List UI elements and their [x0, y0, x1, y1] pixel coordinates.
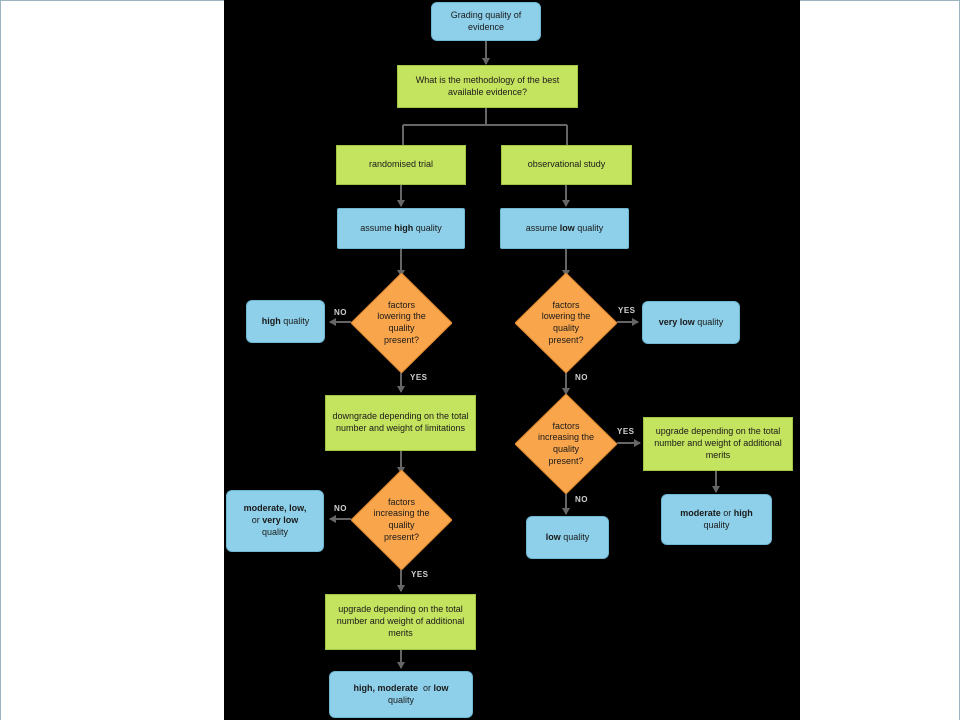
d3-no-label: NO	[334, 504, 347, 513]
decision-lowering-right-label: factors lowering the quality present?	[541, 299, 591, 345]
decision-lowering-left-label: factors lowering the quality present?	[377, 299, 426, 345]
low-quality-outcome-label: low quality	[545, 531, 590, 542]
downgrade-label: downgrade depending on the total number …	[332, 411, 469, 433]
upgrade-left-node: upgrade depending on the total number an…	[325, 594, 476, 650]
upgrade-left-label: upgrade depending on the total number an…	[336, 604, 465, 638]
decision-increasing-right-label: factors increasing the quality present?	[537, 420, 595, 466]
diagram-background	[224, 0, 800, 720]
decision-increasing-right: factors increasing the quality present?	[515, 394, 617, 494]
d2-no-label: NO	[575, 373, 588, 382]
start-node: Grading quality of evidence	[431, 2, 541, 41]
frame-top-border-left	[0, 0, 224, 1]
diamond-shape	[351, 470, 452, 570]
low-quality-outcome: low quality	[526, 516, 609, 559]
very-low-quality-outcome: very low quality	[642, 301, 740, 344]
high-quality-outcome-label: high quality	[261, 315, 310, 326]
observational-study-label: observational study	[527, 159, 606, 170]
randomised-trial-label: randomised trial	[368, 159, 434, 170]
d1-no-label: NO	[334, 308, 347, 317]
diamond-shape	[515, 273, 617, 373]
assume-high-quality-node: assume high quality	[337, 208, 465, 249]
diamond-shape	[515, 394, 617, 494]
frame-top-border-right	[800, 0, 960, 1]
d3-yes-label: YES	[411, 570, 429, 579]
d1-yes-label: YES	[410, 373, 428, 382]
very-low-quality-outcome-label: very low quality	[658, 316, 724, 327]
diamond-shape	[351, 273, 452, 373]
downgrade-node: downgrade depending on the total number …	[325, 395, 476, 451]
methodology-question-label: What is the methodology of the best avai…	[415, 74, 560, 97]
upgrade-right-node: upgrade depending on the total number an…	[643, 417, 793, 471]
d4-yes-label: YES	[617, 427, 635, 436]
start-node-label: Grading quality of evidence	[450, 9, 522, 32]
frame-left-border	[0, 0, 1, 720]
decision-lowering-right: factors lowering the quality present?	[515, 273, 617, 373]
high-quality-outcome: high quality	[246, 300, 325, 343]
upgrade-right-label: upgrade depending on the total number an…	[654, 426, 782, 460]
observational-study-node: observational study	[501, 145, 632, 185]
decision-lowering-left: factors lowering the quality present?	[351, 273, 452, 373]
assume-low-quality-label: assume low quality	[525, 222, 604, 233]
decision-increasing-left-label: factors increasing the quality present?	[373, 496, 430, 542]
randomised-trial-node: randomised trial	[336, 145, 466, 185]
assume-low-quality-node: assume low quality	[500, 208, 629, 249]
decision-increasing-left: factors increasing the quality present?	[351, 470, 452, 570]
d2-yes-label: YES	[618, 306, 636, 315]
d4-no-label: NO	[575, 495, 588, 504]
methodology-question-node: What is the methodology of the best avai…	[397, 65, 578, 108]
assume-high-quality-label: assume high quality	[360, 222, 442, 233]
